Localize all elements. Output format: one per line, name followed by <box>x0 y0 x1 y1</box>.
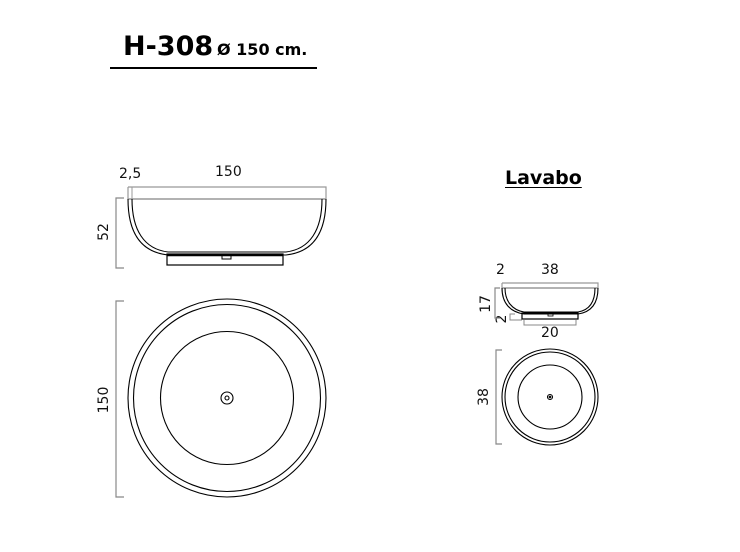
tub-width-label: 150 <box>215 164 242 180</box>
diameter-label: Ø 150 cm. <box>217 40 308 59</box>
lavabo-side-view <box>494 282 599 326</box>
lavabo-width-label: 38 <box>541 262 559 278</box>
lavabo-base-width-label: 20 <box>541 325 559 341</box>
title-underline <box>110 67 317 69</box>
lavabo-top-view <box>495 348 599 446</box>
lavabo-title: Lavabo <box>505 167 582 189</box>
lavabo-rim-thickness-label: 2 <box>496 262 505 278</box>
tub-rim-thickness-label: 2,5 <box>119 166 142 182</box>
model-number: H-308 <box>123 31 214 62</box>
tub-side-view <box>115 186 327 269</box>
tub-top-view <box>115 298 327 498</box>
